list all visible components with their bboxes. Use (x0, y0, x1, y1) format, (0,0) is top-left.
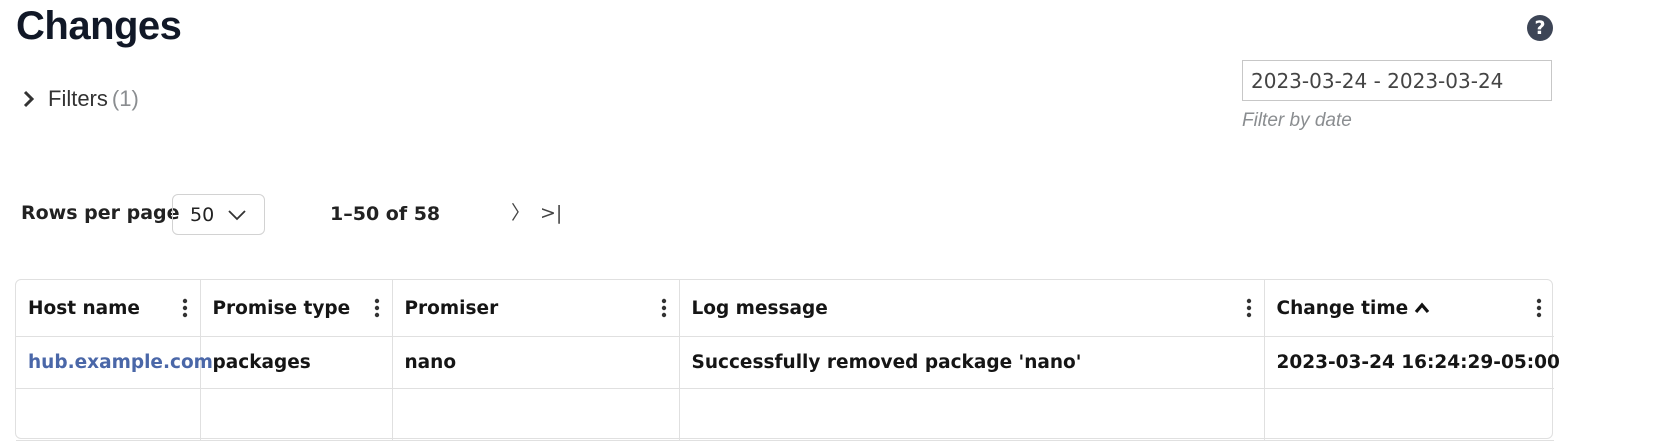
pagination-range: 1–50 of 58 (330, 203, 441, 225)
cell-host-name: hub.example.com (16, 336, 213, 389)
cell-log-message: Successfully removed package 'nano' (679, 336, 1265, 389)
filters-count: (1) (111, 86, 139, 111)
last-page-button[interactable]: >| (540, 202, 563, 224)
filters-label: Filters (48, 86, 108, 111)
caret-up-icon[interactable] (1414, 301, 1430, 315)
kebab-icon[interactable] (661, 298, 667, 318)
kebab-icon[interactable] (1246, 298, 1252, 318)
date-filter-hint: Filter by date (1242, 110, 1352, 131)
changes-table: Host name Promise type Promiser (15, 279, 1560, 441)
column-header-log-message[interactable]: Log message (679, 280, 1265, 337)
rows-per-page-label: Rows per page (21, 202, 180, 224)
kebab-icon[interactable] (374, 298, 380, 318)
column-header-promise-type[interactable]: Promise type (200, 280, 393, 337)
cell-promiser: nano (392, 336, 680, 389)
column-header-promiser[interactable]: Promiser (392, 280, 680, 337)
column-header-label: Promise type (212, 297, 351, 319)
date-filter-input[interactable] (1242, 60, 1552, 101)
rows-per-page-value: 50 (190, 203, 215, 226)
column-header-label: Change time (1276, 297, 1409, 319)
column-header-label: Host name (28, 297, 140, 319)
table-header-row: Host name Promise type Promiser (16, 280, 1554, 337)
column-header-change-time[interactable]: Change time (1264, 280, 1554, 337)
column-header-label: Promiser (404, 297, 499, 319)
chevron-down-icon (228, 209, 246, 220)
filters-toggle[interactable]: Filters(1) (20, 84, 139, 114)
column-header-host-name[interactable]: Host name (16, 280, 201, 337)
rows-per-page-select[interactable]: 50 (172, 194, 265, 235)
host-link[interactable]: hub.example.com (28, 352, 213, 373)
help-icon[interactable]: ? (1527, 15, 1553, 41)
next-page-button[interactable]: 〉 (511, 202, 531, 224)
table-row: hub.example.com packages nano Successful… (16, 336, 1560, 389)
table-row (16, 388, 1554, 441)
cell-change-time: 2023-03-24 16:24:29-05:00 (1264, 336, 1560, 389)
cell-promise-type: packages (200, 336, 393, 389)
chevron-right-icon (23, 90, 35, 108)
page-title: Changes (16, 4, 182, 48)
kebab-icon[interactable] (1536, 298, 1542, 318)
column-header-label: Log message (691, 297, 828, 319)
kebab-icon[interactable] (182, 298, 188, 318)
